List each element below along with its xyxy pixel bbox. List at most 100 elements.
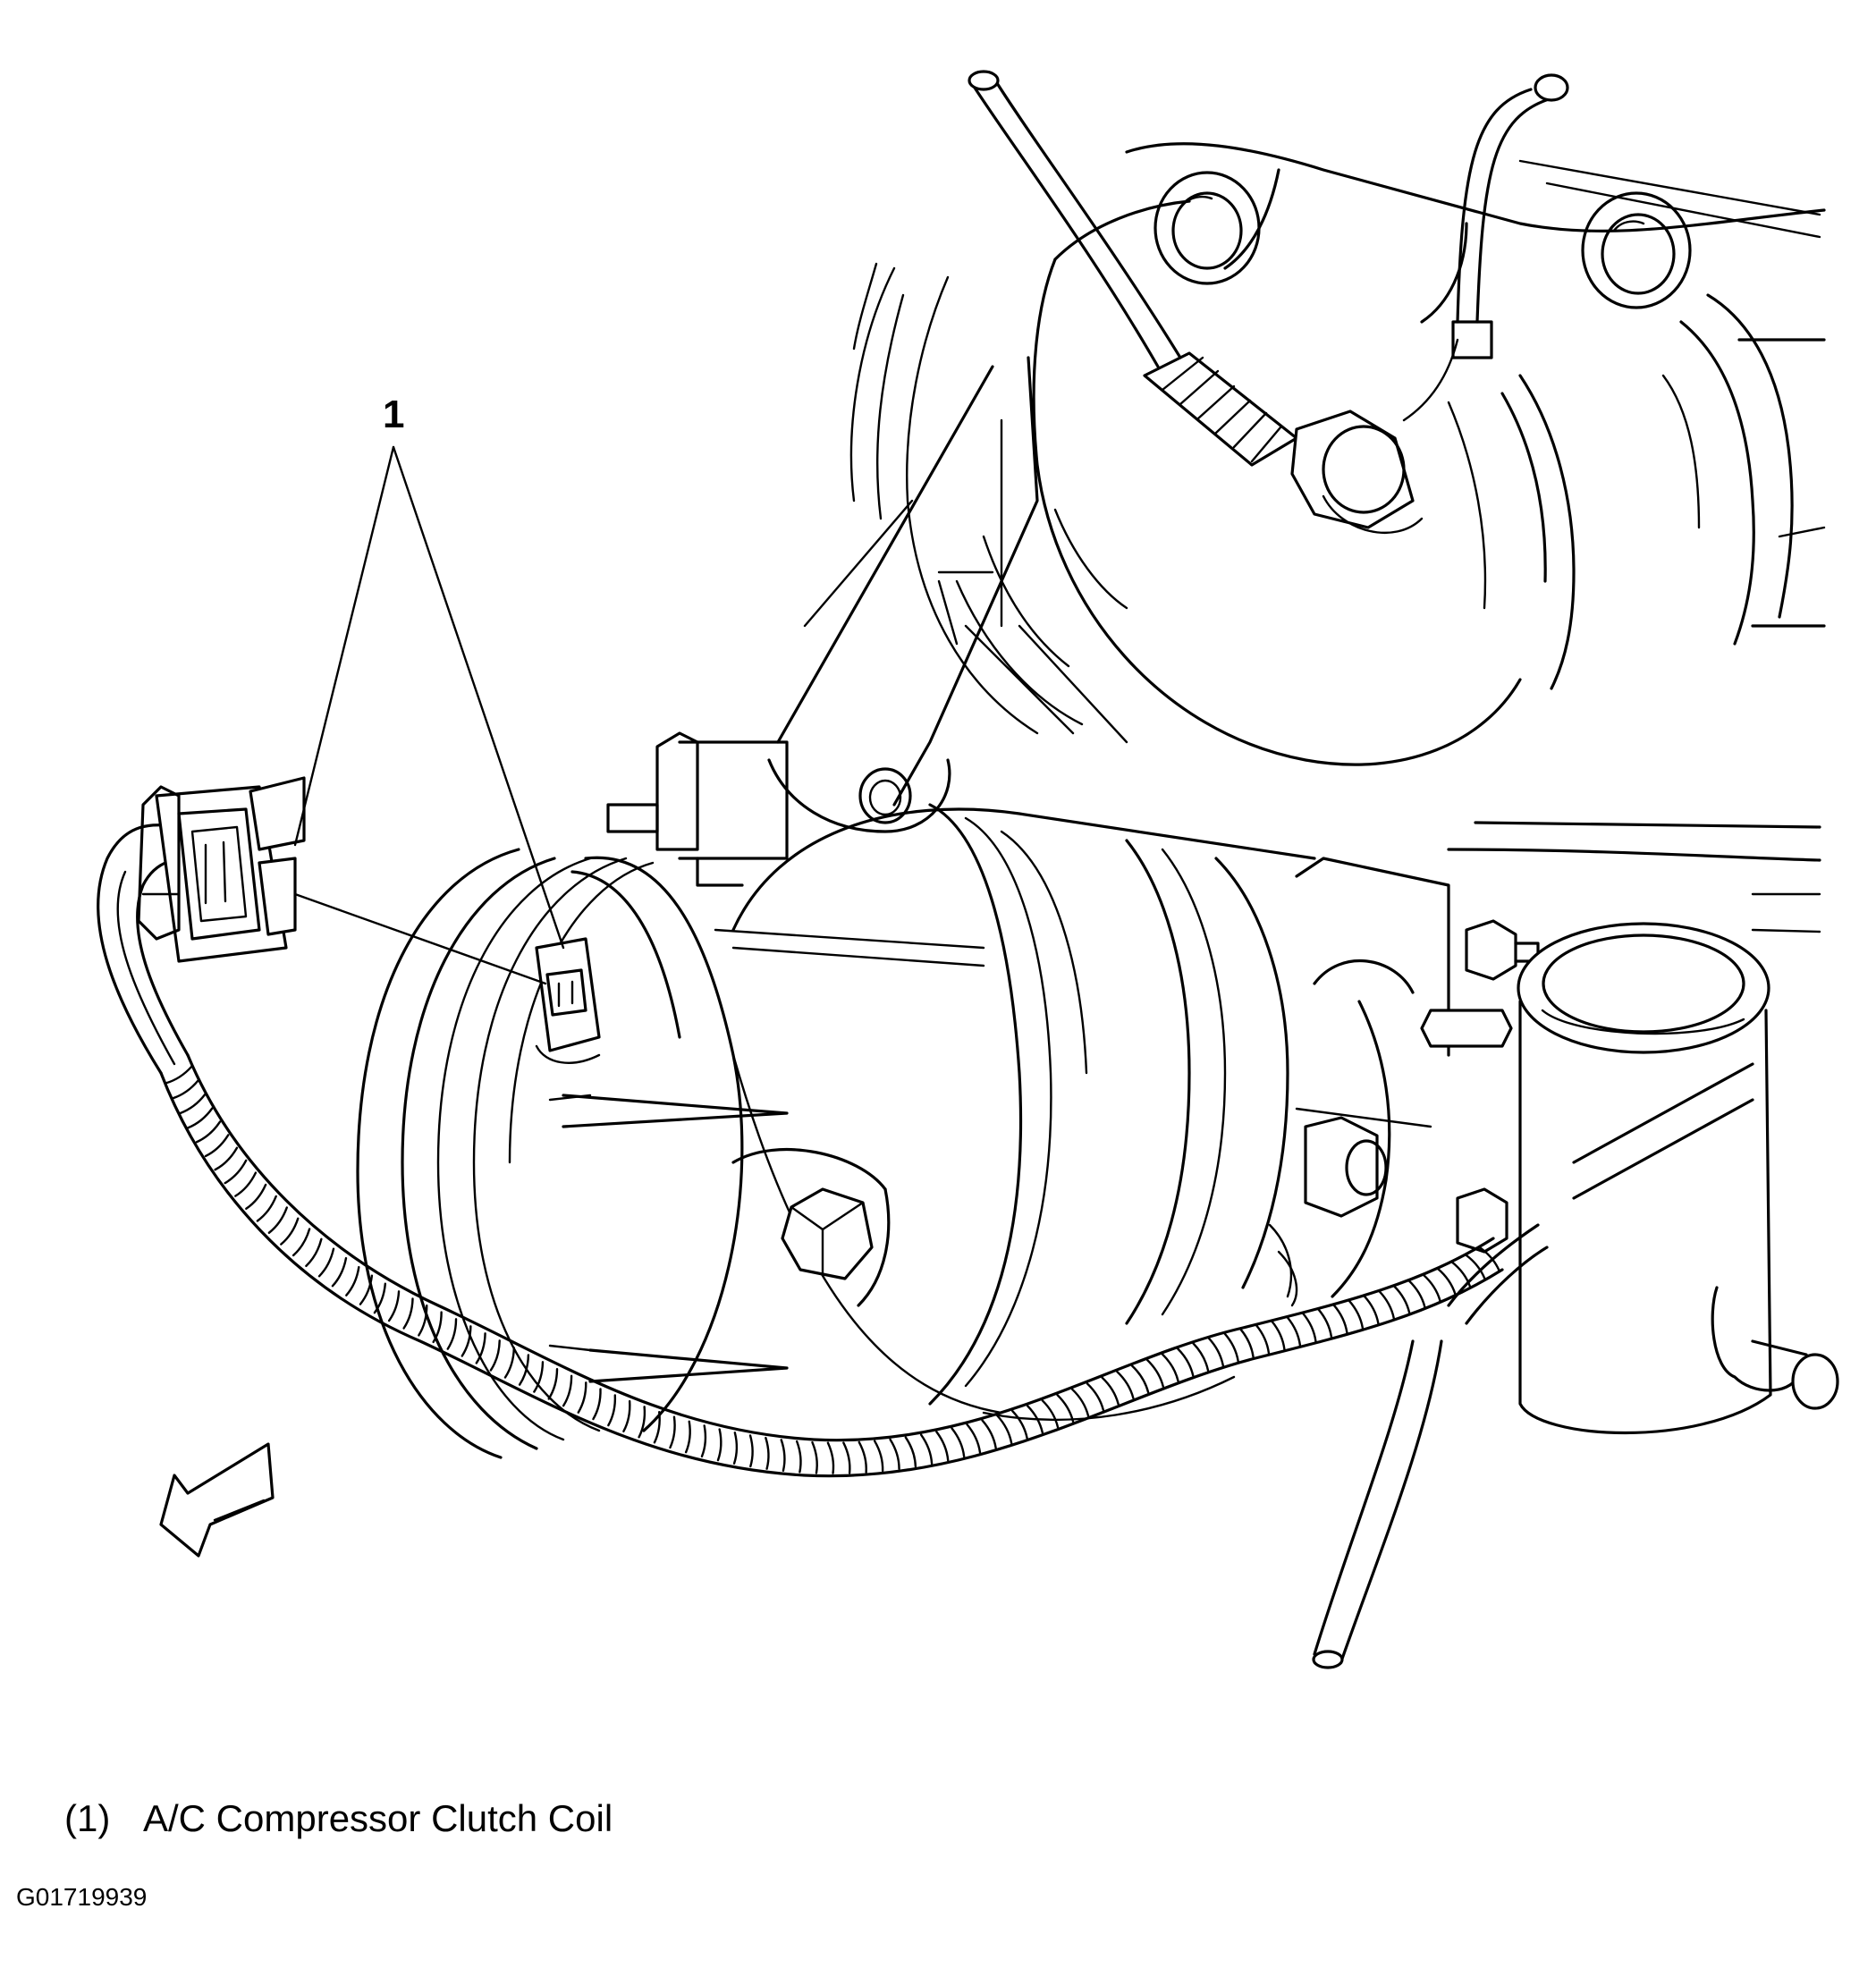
conduit-rib (765, 1436, 770, 1470)
conduit-rib (446, 1318, 458, 1350)
conduit-rib (842, 1441, 851, 1474)
conduit-rib (1161, 1353, 1179, 1382)
conduit-rib (826, 1441, 835, 1474)
conduit-rib (951, 1427, 966, 1458)
conduit-rib (432, 1311, 443, 1344)
conduit-rib (359, 1274, 374, 1305)
conduit-rib (418, 1304, 428, 1337)
refrigerant-lines (968, 70, 1569, 534)
conduit-rib (638, 1406, 646, 1439)
upper-pulley (849, 199, 1522, 766)
engine-block (1125, 142, 1826, 933)
conduit-rib (780, 1439, 786, 1472)
callout-number: 1 (383, 393, 404, 436)
conduit-rib (533, 1361, 545, 1393)
conduit-rib (387, 1290, 401, 1322)
conduit-rib (245, 1183, 267, 1210)
conduit-rib (267, 1206, 288, 1234)
conduit-rib (1392, 1285, 1411, 1314)
legend-text: A/C Compressor Clutch Coil (143, 1797, 613, 1839)
figure-id: G01719939 (16, 1883, 148, 1911)
conduit-rib (317, 1247, 335, 1278)
conduit-rib (402, 1297, 414, 1330)
conduit-rib (345, 1265, 360, 1297)
legend: (1) A/C Compressor Clutch Coil (64, 1797, 613, 1840)
callout-1: 1 (293, 393, 565, 985)
conduit-rib (214, 1146, 239, 1171)
conduit-rib (234, 1171, 258, 1197)
conduit-rib (1271, 1320, 1286, 1351)
conduit-rib (280, 1217, 300, 1246)
conduit-rib (187, 1107, 214, 1129)
conduit-rib (195, 1120, 222, 1144)
conduit-rib (981, 1419, 997, 1449)
conduit-rib (811, 1440, 818, 1474)
conduit-rib (1116, 1370, 1135, 1399)
conduit-rib (1207, 1337, 1224, 1367)
conduit-rib (577, 1381, 587, 1414)
conduit-rib (475, 1332, 486, 1364)
conduit-rib (1407, 1280, 1426, 1309)
conduit-rib (1348, 1299, 1365, 1330)
harness-connector (137, 776, 306, 963)
conduit-ribs (165, 1065, 1500, 1474)
conduit-rib (292, 1228, 311, 1257)
conduit-rib (224, 1159, 248, 1185)
conduit-rib (204, 1134, 230, 1158)
conduit-rib (179, 1093, 207, 1115)
conduit-rib (547, 1367, 559, 1400)
conduit-rib (607, 1394, 617, 1427)
conduit-rib (1422, 1273, 1441, 1303)
conduit-rib (165, 1065, 193, 1085)
conduit-rib (1101, 1376, 1120, 1406)
conduit-rib (1450, 1261, 1472, 1288)
compressor (356, 803, 1540, 1459)
conduit-rib (489, 1339, 501, 1372)
legend-number: (1) (64, 1797, 111, 1839)
conduit-rib (653, 1411, 661, 1444)
conduit-rib (562, 1374, 573, 1407)
conduit-rib (966, 1423, 982, 1454)
conduit-rib (1363, 1295, 1380, 1325)
conduit-rib (172, 1079, 199, 1100)
conduit-rib (256, 1195, 277, 1222)
conduit-rib (518, 1354, 530, 1386)
conduit-rib (1192, 1342, 1210, 1372)
accumulator (1517, 922, 1839, 1434)
conduit-rib (904, 1436, 917, 1468)
conduit-rib (1145, 1358, 1164, 1388)
arrow-icon (159, 1442, 275, 1558)
conduit-rib (1464, 1254, 1486, 1280)
conduit-rib (1056, 1393, 1075, 1423)
conduit-rib (889, 1438, 900, 1471)
conduit-rib (503, 1347, 516, 1379)
conduit-rib (1301, 1312, 1317, 1343)
conduit-rib (996, 1415, 1013, 1445)
conduit-rib (592, 1388, 602, 1421)
conduit-rib (305, 1237, 323, 1268)
conduit-rib (1086, 1382, 1105, 1412)
conduit-rib (795, 1440, 802, 1474)
conduit-rib (700, 1424, 707, 1458)
conduit-rib (1223, 1332, 1239, 1363)
conduit-rib (732, 1432, 739, 1465)
conduit-rib (622, 1399, 631, 1433)
wire-harness (97, 824, 1549, 1669)
conduit-rib (935, 1431, 950, 1462)
conduit-rib (684, 1420, 691, 1454)
conduit-rib (1130, 1364, 1150, 1394)
conduit-rib (1478, 1246, 1500, 1272)
conduit-rib (873, 1440, 884, 1473)
clutch-coil-connector (535, 937, 601, 1064)
conduit-rib (331, 1256, 348, 1288)
conduit-rib (1026, 1405, 1044, 1434)
conduit-rib (716, 1428, 723, 1462)
conduit-rib (1011, 1409, 1028, 1440)
conduit-rib (1176, 1347, 1195, 1377)
conduit-rib (1070, 1388, 1090, 1417)
conduit-rib (748, 1434, 754, 1468)
mounting-bracket (606, 356, 1128, 967)
conduit-rib (858, 1440, 867, 1474)
conduit-rib (669, 1415, 676, 1449)
